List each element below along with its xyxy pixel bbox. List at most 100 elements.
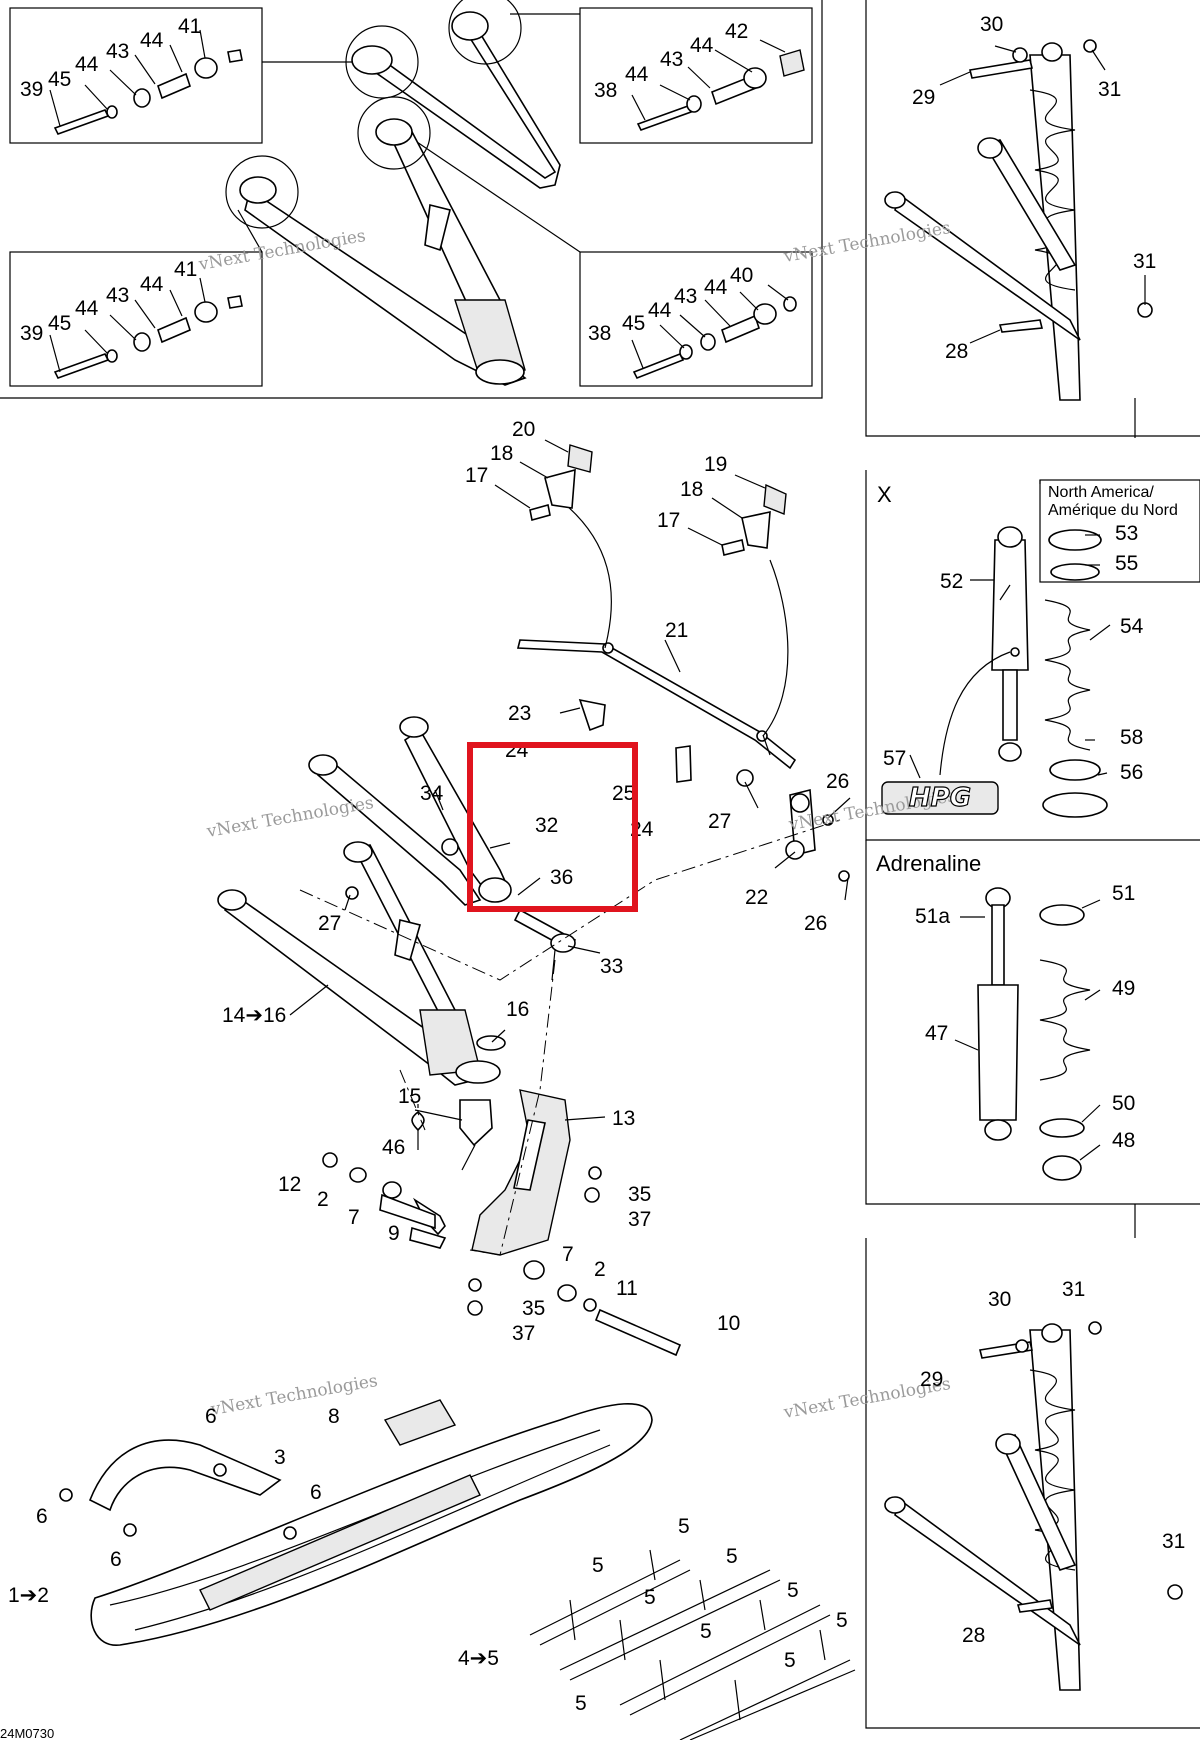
part-label[interactable]: 26 <box>804 912 827 935</box>
part-label[interactable]: 31 <box>1098 78 1121 101</box>
part-label[interactable]: 35 <box>628 1183 651 1206</box>
part-label[interactable]: 18 <box>680 478 703 501</box>
part-label[interactable]: 44 <box>704 276 728 299</box>
part-label[interactable]: 44 <box>75 53 99 76</box>
part-label[interactable]: 13 <box>612 1107 635 1130</box>
part-label[interactable]: 44 <box>648 299 672 322</box>
part-label[interactable]: 9 <box>388 1222 400 1245</box>
part-label[interactable]: 28 <box>945 340 968 363</box>
part-label[interactable]: 25 <box>612 782 635 805</box>
part-label[interactable]: 22 <box>745 886 768 909</box>
part-label[interactable]: 5 <box>784 1649 796 1672</box>
part-label[interactable]: 5 <box>700 1620 712 1643</box>
part-label[interactable]: 33 <box>600 955 623 978</box>
part-label[interactable]: 27 <box>318 912 341 935</box>
part-label[interactable]: 7 <box>348 1206 360 1229</box>
part-label[interactable]: 44 <box>140 273 164 296</box>
part-label[interactable]: 5 <box>575 1692 587 1715</box>
part-label[interactable]: 14➔16 <box>222 1004 286 1027</box>
part-label[interactable]: 32 <box>535 814 558 837</box>
part-label[interactable]: 28 <box>962 1624 985 1647</box>
hardware-detail-top-right <box>636 49 805 131</box>
part-label[interactable]: 45 <box>622 312 645 335</box>
part-label[interactable]: 37 <box>512 1322 535 1345</box>
part-label[interactable]: 30 <box>980 13 1003 36</box>
part-label[interactable]: 4➔5 <box>458 1647 499 1670</box>
part-label[interactable]: 38 <box>588 322 611 345</box>
part-label[interactable]: 43 <box>660 48 683 71</box>
part-label[interactable]: 42 <box>725 20 748 43</box>
part-label[interactable]: 15 <box>398 1085 421 1108</box>
part-label[interactable]: 44 <box>625 63 649 86</box>
part-label[interactable]: 39 <box>20 322 43 345</box>
part-label[interactable]: 44 <box>140 29 164 52</box>
part-label[interactable]: 56 <box>1120 761 1143 784</box>
part-label[interactable]: 43 <box>106 40 129 63</box>
part-label[interactable]: 47 <box>925 1022 948 1045</box>
part-label[interactable]: 44 <box>75 297 99 320</box>
part-label[interactable]: 16 <box>506 998 529 1021</box>
part-label[interactable]: 46 <box>382 1136 405 1159</box>
part-label[interactable]: 55 <box>1115 552 1138 575</box>
part-label[interactable]: 5 <box>678 1515 690 1538</box>
part-label[interactable]: 45 <box>48 312 71 335</box>
part-label[interactable]: 7 <box>562 1243 574 1266</box>
part-label[interactable]: 12 <box>278 1173 301 1196</box>
part-label[interactable]: 6 <box>110 1548 122 1571</box>
part-label[interactable]: 2 <box>317 1188 329 1211</box>
part-label[interactable]: 40 <box>730 264 753 287</box>
part-label[interactable]: 48 <box>1112 1129 1135 1152</box>
part-label[interactable]: 3 <box>274 1446 286 1469</box>
part-label[interactable]: 18 <box>490 442 513 465</box>
part-label[interactable]: 1➔2 <box>8 1584 49 1607</box>
part-label[interactable]: 10 <box>717 1312 740 1335</box>
part-label[interactable]: 44 <box>690 34 714 57</box>
part-label[interactable]: 5 <box>644 1586 656 1609</box>
part-label[interactable]: 43 <box>674 285 697 308</box>
part-label[interactable]: 51a <box>915 905 950 928</box>
part-label[interactable]: 5 <box>726 1545 738 1568</box>
part-label[interactable]: 5 <box>836 1609 848 1632</box>
part-label[interactable]: 6 <box>310 1481 322 1504</box>
part-label[interactable]: 21 <box>665 619 688 642</box>
part-label[interactable]: 50 <box>1112 1092 1135 1115</box>
part-label[interactable]: 6 <box>205 1405 217 1428</box>
part-label[interactable]: 41 <box>174 258 197 281</box>
part-label[interactable]: 23 <box>508 702 531 725</box>
part-label[interactable]: 2 <box>594 1258 606 1281</box>
part-label[interactable]: 45 <box>48 68 71 91</box>
part-label[interactable]: 20 <box>512 418 535 441</box>
part-label[interactable]: 38 <box>594 79 617 102</box>
part-label[interactable]: 31 <box>1062 1278 1085 1301</box>
part-label[interactable]: 5 <box>592 1554 604 1577</box>
part-label[interactable]: 31 <box>1133 250 1156 273</box>
part-label[interactable]: 29 <box>920 1368 943 1391</box>
part-label[interactable]: 27 <box>708 810 731 833</box>
part-label[interactable]: 37 <box>628 1208 651 1231</box>
part-label[interactable]: 35 <box>522 1297 545 1320</box>
part-label[interactable]: 49 <box>1112 977 1135 1000</box>
part-label[interactable]: 39 <box>20 78 43 101</box>
part-label[interactable]: 30 <box>988 1288 1011 1311</box>
part-label[interactable]: 31 <box>1162 1530 1185 1553</box>
part-label[interactable]: 6 <box>36 1505 48 1528</box>
part-label[interactable]: 29 <box>912 86 935 109</box>
hardware-detail-mid-right <box>632 296 797 380</box>
part-label[interactable]: 53 <box>1115 522 1138 545</box>
part-label[interactable]: 26 <box>826 770 849 793</box>
part-label[interactable]: 52 <box>940 570 963 593</box>
part-label[interactable]: 43 <box>106 284 129 307</box>
part-label[interactable]: 58 <box>1120 726 1143 749</box>
part-label[interactable]: 17 <box>657 509 680 532</box>
part-label[interactable]: 8 <box>328 1405 340 1428</box>
part-label[interactable]: 54 <box>1120 615 1144 638</box>
part-label[interactable]: 57 <box>883 747 906 770</box>
part-label[interactable]: 36 <box>550 866 573 889</box>
part-label[interactable]: 19 <box>704 453 727 476</box>
part-label[interactable]: 5 <box>787 1579 799 1602</box>
part-label[interactable]: 17 <box>465 464 488 487</box>
part-label[interactable]: 11 <box>616 1277 638 1300</box>
part-label[interactable]: 51 <box>1112 882 1135 905</box>
part-label[interactable]: 34 <box>420 782 444 805</box>
part-label[interactable]: 41 <box>178 15 201 38</box>
